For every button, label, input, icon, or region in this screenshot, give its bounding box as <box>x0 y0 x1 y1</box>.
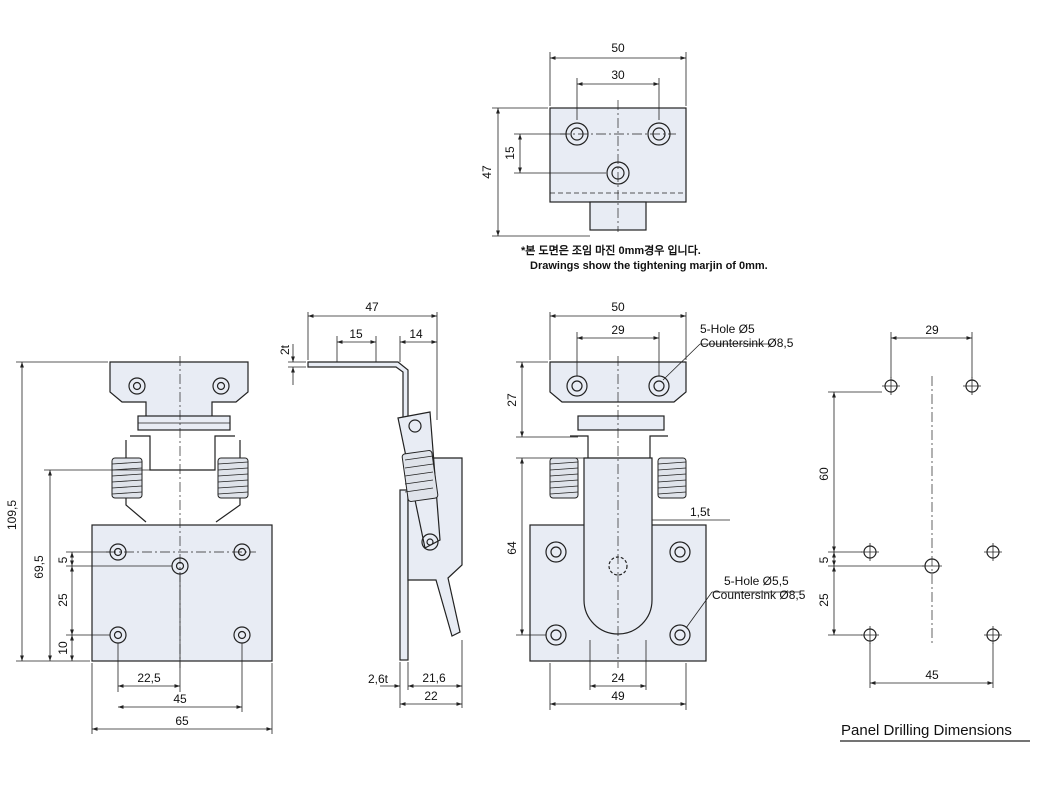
back-view: 50 29 27 64 1,5t 24 49 5-Hole Ø5 Counter… <box>505 300 806 710</box>
back-dim-24: 24 <box>611 671 625 685</box>
side-dim-14: 14 <box>409 327 423 341</box>
front-dim-65: 65 <box>175 714 189 728</box>
hole-note-bottom: 5-Hole Ø5,5 <box>724 574 789 588</box>
top-dim-vertical-offset: 15 <box>503 146 517 160</box>
back-holes <box>545 541 691 646</box>
drill-dim-45: 45 <box>925 668 939 682</box>
hole-note-top-countersink: Countersink Ø8,5 <box>700 336 794 350</box>
drill-holes <box>861 377 1002 644</box>
top-dim-hole-spacing: 30 <box>611 68 625 82</box>
top-view: 50 30 15 47 *본 도면은 조임 마진 0mm경우 입니다. Draw… <box>480 41 768 272</box>
front-spring-left <box>111 457 143 499</box>
front-view: 109,5 69,5 5 25 10 22,5 45 65 <box>5 356 273 734</box>
side-spring <box>401 450 439 502</box>
side-dim-22: 22 <box>424 689 438 703</box>
note-korean: *본 도면은 조임 마진 0mm경우 입니다. <box>521 243 701 257</box>
front-dim-45: 45 <box>173 692 187 706</box>
back-dim-49: 49 <box>611 689 625 703</box>
top-dim-width: 50 <box>611 41 625 55</box>
side-dim-21-6: 21,6 <box>422 671 446 685</box>
panel-drilling-view: 29 60 5 25 45 Panel Drilling Dimensions <box>817 323 1030 742</box>
top-dim-height: 47 <box>480 165 494 179</box>
front-dim-total-height: 109,5 <box>5 500 19 530</box>
hole-note-top: 5-Hole Ø5 <box>700 322 755 336</box>
back-dim-1-5t: 1,5t <box>690 505 711 519</box>
front-dim-22-5: 22,5 <box>137 671 161 685</box>
front-dim-25: 25 <box>56 593 70 607</box>
back-spring-left <box>549 457 579 499</box>
drill-dim-29: 29 <box>925 323 939 337</box>
front-dim-10: 10 <box>56 641 70 655</box>
side-view: 47 2t 15 14 2,6t 21,6 22 <box>278 300 463 708</box>
back-dim-27: 27 <box>505 393 519 407</box>
drill-dim-25: 25 <box>817 593 831 607</box>
note-english: Drawings show the tightening marjin of 0… <box>530 260 768 272</box>
side-dim-47: 47 <box>365 300 379 314</box>
front-dim-bail-height: 69,5 <box>32 555 46 579</box>
front-dim-5: 5 <box>56 556 70 563</box>
side-dim-15: 15 <box>349 327 363 341</box>
front-spring-right <box>217 457 249 499</box>
drill-dim-5: 5 <box>817 556 831 563</box>
back-dim-50: 50 <box>611 300 625 314</box>
back-dim-64: 64 <box>505 541 519 555</box>
hole-note-bottom-countersink: Countersink Ø8,5 <box>712 588 806 602</box>
side-dim-2t: 2t <box>278 344 292 355</box>
back-dim-29: 29 <box>611 323 625 337</box>
panel-drilling-caption: Panel Drilling Dimensions <box>841 722 1012 739</box>
side-dim-2-6t: 2,6t <box>368 672 389 686</box>
back-spring-right <box>657 457 687 499</box>
drill-dim-60: 60 <box>817 467 831 481</box>
